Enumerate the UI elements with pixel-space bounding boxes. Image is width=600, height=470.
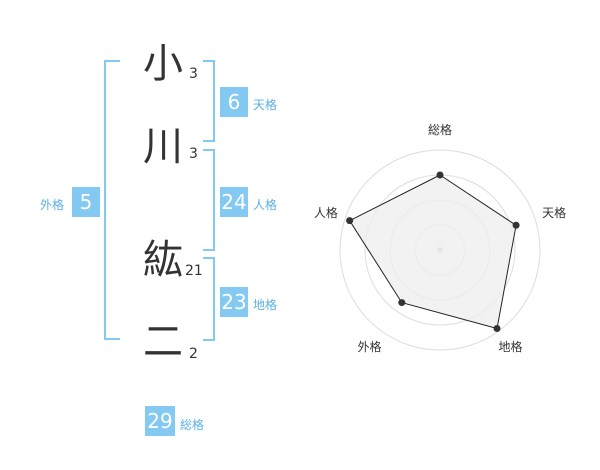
chikaku-value: 23	[220, 287, 248, 317]
radar-axis-label: 外格	[357, 339, 381, 354]
gaikaku-bracket	[104, 60, 120, 340]
name-char-2: 川	[143, 124, 183, 170]
gaikaku-label: 外格	[40, 198, 65, 212]
tenkaku-value: 6	[220, 87, 248, 117]
radar-axis-label: 地格	[499, 339, 523, 354]
radar-point	[512, 221, 520, 229]
stroke-count-3: 21	[185, 263, 203, 279]
stroke-count-1: 3	[189, 66, 198, 82]
radar-axis-label: 人格	[314, 205, 338, 220]
radar-point	[398, 299, 406, 307]
radar-point	[436, 171, 444, 179]
name-char-4: 二	[143, 319, 183, 365]
radar-point	[493, 324, 501, 332]
radar-point	[346, 217, 354, 225]
jinkaku-value: 24	[220, 187, 248, 217]
stroke-count-4: 2	[189, 346, 198, 362]
radar-axis-label: 総格	[428, 122, 452, 137]
radar-axis-label: 天格	[542, 205, 566, 220]
soukaku-value: 29	[145, 406, 175, 436]
chikaku-label: 地格	[253, 298, 278, 312]
soukaku-label: 総格	[180, 418, 205, 432]
chikaku-bracket	[203, 257, 215, 341]
name-char-1: 小	[143, 41, 183, 87]
jinkaku-label: 人格	[253, 198, 278, 212]
jinkaku-bracket	[203, 149, 215, 251]
tenkaku-bracket	[203, 60, 215, 142]
tenkaku-label: 天格	[253, 98, 278, 112]
radar-data-polygon	[348, 174, 517, 330]
name-char-3: 紘	[143, 237, 183, 283]
gaikaku-value: 5	[72, 187, 100, 217]
radar-grid-ring	[339, 149, 541, 351]
stroke-count-2: 3	[189, 146, 198, 162]
